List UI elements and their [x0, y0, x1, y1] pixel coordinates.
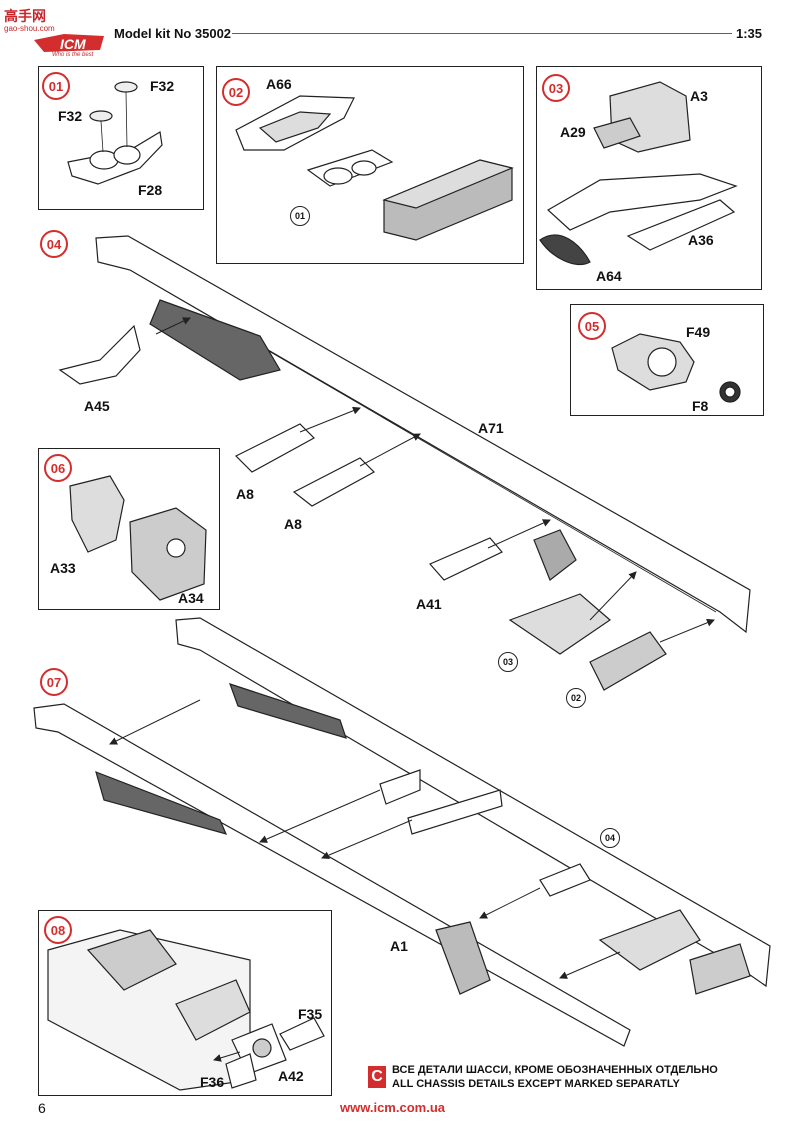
step01-drawing	[67, 81, 163, 185]
step02-drawing	[235, 95, 514, 241]
logo-domain: gao-shou.com	[4, 24, 55, 33]
part-label-a3: A3	[690, 88, 708, 104]
part-label-a42: A42	[278, 1068, 304, 1084]
step-number-02: 02	[222, 78, 250, 106]
part-label-a66: A66	[266, 76, 292, 92]
step03-drawing	[539, 81, 738, 266]
icm-logo: ICM	[4, 6, 108, 64]
kit-title: Model kit No 35002	[114, 26, 232, 41]
chassis-note-icon: C	[368, 1066, 386, 1088]
part-label-a1: A1	[390, 938, 408, 954]
step-number-07: 07	[40, 668, 68, 696]
part-label-a8-b: A8	[284, 516, 302, 532]
part-label-f32-b: F32	[58, 108, 83, 124]
logo-watermark: 高手网	[4, 8, 46, 24]
website-link[interactable]: www.icm.com.ua	[340, 1100, 445, 1115]
step04-frame-drawing	[58, 235, 751, 691]
ref-step-04: 04	[600, 828, 620, 848]
part-label-f35: F35	[298, 1006, 323, 1022]
header-rule	[232, 33, 732, 34]
part-label-f28: F28	[138, 182, 163, 198]
part-label-a34: A34	[178, 590, 204, 606]
step-number-08: 08	[44, 916, 72, 944]
logo-tagline: Who is the best	[52, 52, 94, 58]
step-number-04: 04	[40, 230, 68, 258]
part-label-f36: F36	[200, 1074, 225, 1090]
chassis-note-en: ALL CHASSIS DETAILS EXCEPT MARKED SEPARA…	[392, 1078, 680, 1090]
ref-step-02: 02	[566, 688, 586, 708]
step08-drawing	[47, 929, 325, 1091]
kit-scale: 1:35	[735, 26, 762, 41]
part-label-a45: A45	[84, 398, 110, 414]
step01-box	[38, 66, 204, 210]
ref-step-01: 01	[290, 206, 310, 226]
step-number-06: 06	[44, 454, 72, 482]
part-label-a71: A71	[478, 420, 504, 436]
part-label-a33: A33	[50, 560, 76, 576]
step-number-01: 01	[42, 72, 70, 100]
ref-step-03: 03	[498, 652, 518, 672]
part-label-f8: F8	[692, 398, 709, 414]
part-label-a41: A41	[416, 596, 442, 612]
part-label-a29: A29	[560, 124, 586, 140]
part-label-a36: A36	[688, 232, 714, 248]
step-number-03: 03	[542, 74, 570, 102]
step06-box	[38, 448, 220, 610]
step07-frame-drawing	[33, 617, 771, 1047]
logo-brand: ICM	[60, 36, 86, 52]
chassis-note-ru: ВСЕ ДЕТАЛИ ШАССИ, КРОМЕ ОБОЗНАЧЕННЫХ ОТД…	[392, 1064, 718, 1076]
part-label-f32-a: F32	[150, 78, 175, 94]
page-number: 6	[38, 1100, 46, 1116]
step08-box	[38, 910, 332, 1096]
part-label-a8-a: A8	[236, 486, 254, 502]
step06-drawing	[69, 475, 207, 601]
step05-drawing	[611, 333, 741, 403]
step03-box	[536, 66, 762, 290]
step-number-05: 05	[578, 312, 606, 340]
step05-box	[570, 304, 764, 416]
part-label-f49: F49	[686, 324, 711, 340]
step02-box	[216, 66, 524, 264]
part-label-a64: A64	[596, 268, 622, 284]
